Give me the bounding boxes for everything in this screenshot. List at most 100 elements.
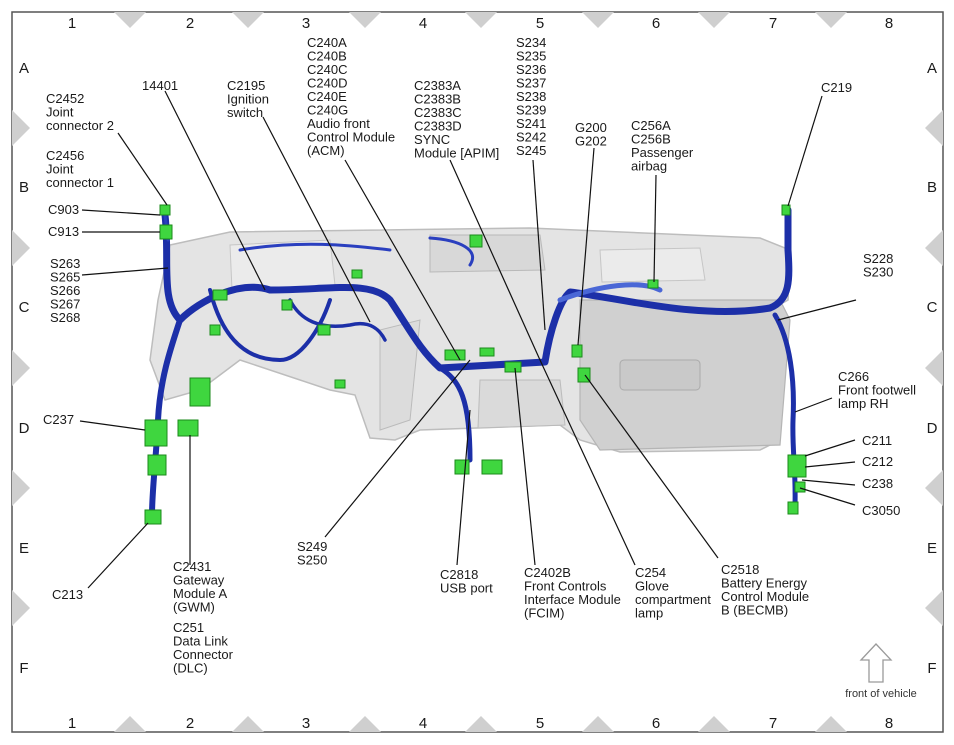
callout-s228-line: S228 [863, 251, 893, 266]
callout-c256-line: Passenger [631, 145, 694, 160]
grid-column-label: 3 [302, 15, 310, 32]
callout-c2195-line: switch [227, 105, 263, 120]
callout-c2431-line: (GWM) [173, 600, 215, 615]
grid-column-label: 5 [536, 715, 544, 732]
callout-c240-line: C240A [307, 35, 347, 50]
callout-g200-line: G200 [575, 120, 607, 135]
leader-lines [79, 90, 857, 589]
grid-row-label: A [927, 60, 937, 77]
callout-c2518-line: C2518 [721, 562, 759, 577]
callout-c2383-line: Module [APIM] [414, 146, 499, 161]
callout-c256-line: airbag [631, 159, 667, 174]
callout-c254-line: C254 [635, 565, 666, 580]
callout-s228-line: S230 [863, 265, 893, 280]
grid-column-label: 3 [302, 715, 310, 732]
callout-c213-line: C213 [52, 587, 83, 602]
callout-s263-line: S263 [50, 256, 80, 271]
callout-c240-line: C240E [307, 89, 347, 104]
callout-c2402-line: Interface Module [524, 592, 621, 607]
callout-c2452-line: Joint [46, 105, 74, 120]
grid-row-label: E [19, 540, 29, 557]
callout-c2383-line: C2383B [414, 92, 461, 107]
callout-s234-line: S234 [516, 35, 546, 50]
callout-c2452-line: connector 2 [46, 118, 114, 133]
callout-c251-line: Data Link [173, 634, 228, 649]
callout-s234-line: S241 [516, 116, 546, 131]
grid-row-label: B [19, 179, 29, 196]
callout-c2431-line: C2431 [173, 559, 211, 574]
callout-s234-line: S235 [516, 49, 546, 64]
callout-c256-line: C256B [631, 132, 671, 147]
grid-marker [925, 590, 943, 626]
front-of-vehicle-label: front of vehicle [845, 688, 917, 700]
callout-c256-line: C256A [631, 118, 671, 133]
grid-marker [349, 12, 381, 28]
grid-row-label: E [927, 540, 937, 557]
callout-c2383-line: C2383A [414, 78, 461, 93]
callout-s263-line: S268 [50, 310, 80, 325]
callout-c240-line: Audio front [307, 116, 370, 131]
callout-c3050-line: C3050 [862, 503, 900, 518]
callout-c2431-line: Gateway [173, 573, 225, 588]
callout-c266-line: lamp RH [838, 396, 889, 411]
grid-column-label: 4 [419, 15, 427, 32]
callout-c903-line: C903 [48, 202, 79, 217]
callout-c240-line: C240C [307, 62, 347, 77]
grid-marker [465, 12, 497, 28]
callout-c240-line: C240D [307, 76, 347, 91]
grid-marker [114, 12, 146, 28]
grid-marker [232, 12, 264, 28]
grid-marker [12, 230, 30, 266]
grid-row-label: A [19, 60, 29, 77]
callout-c240-line: C240G [307, 103, 348, 118]
grid-column-label: 4 [419, 715, 427, 732]
callout-s249-line: S250 [297, 553, 327, 568]
grid-column-label: 7 [769, 15, 777, 32]
grid-row-label: B [927, 179, 937, 196]
callout-g200-line: G202 [575, 134, 607, 149]
grid-markers [12, 12, 943, 732]
grid-row-label: D [19, 420, 30, 437]
grid-marker [114, 716, 146, 732]
grid-row-label: F [19, 660, 28, 677]
callout-c254-line: lamp [635, 606, 663, 621]
callout-c238-line: C238 [862, 476, 893, 491]
callout-s263-line: S265 [50, 270, 80, 285]
callout-s249-line: S249 [297, 539, 327, 554]
callout-c2383-line: C2383D [414, 119, 462, 134]
callout-c2383-line: C2383C [414, 105, 462, 120]
grid-column-label: 1 [68, 715, 76, 732]
grid-marker [465, 716, 497, 732]
grid-row-label: F [927, 660, 936, 677]
callout-c240-line: Control Module [307, 130, 395, 145]
up-arrow-icon [859, 643, 893, 683]
grid-row-label: D [927, 420, 938, 437]
callout-c2518-line: B (BECMB) [721, 603, 788, 618]
grid-column-label: 2 [186, 15, 194, 32]
grid-column-label: 1 [68, 15, 76, 32]
callout-c2195-line: Ignition [227, 92, 269, 107]
grid-marker [925, 470, 943, 506]
callout-c237-line: C237 [43, 412, 74, 427]
grid-column-label: 8 [885, 15, 893, 32]
grid-column-label: 7 [769, 715, 777, 732]
callout-c2402-line: (FCIM) [524, 606, 564, 621]
callout-p14401-line: 14401 [142, 78, 178, 93]
grid-marker [582, 12, 614, 28]
callout-c2383-line: SYNC [414, 132, 450, 147]
grid-marker [925, 110, 943, 146]
grid-marker [12, 110, 30, 146]
grid-column-label: 5 [536, 15, 544, 32]
callout-s234-line: S242 [516, 130, 546, 145]
grid-column-label: 6 [652, 15, 660, 32]
callout-c251-line: C251 [173, 620, 204, 635]
callout-s234-line: S245 [516, 143, 546, 158]
callout-c2818-line: C2818 [440, 567, 478, 582]
callout-c2818-line: USB port [440, 581, 493, 596]
front-of-vehicle-indicator: front of vehicle [845, 643, 917, 700]
callout-c211-line: C211 [862, 433, 892, 448]
grid-marker [12, 590, 30, 626]
grid-marker [815, 716, 847, 732]
